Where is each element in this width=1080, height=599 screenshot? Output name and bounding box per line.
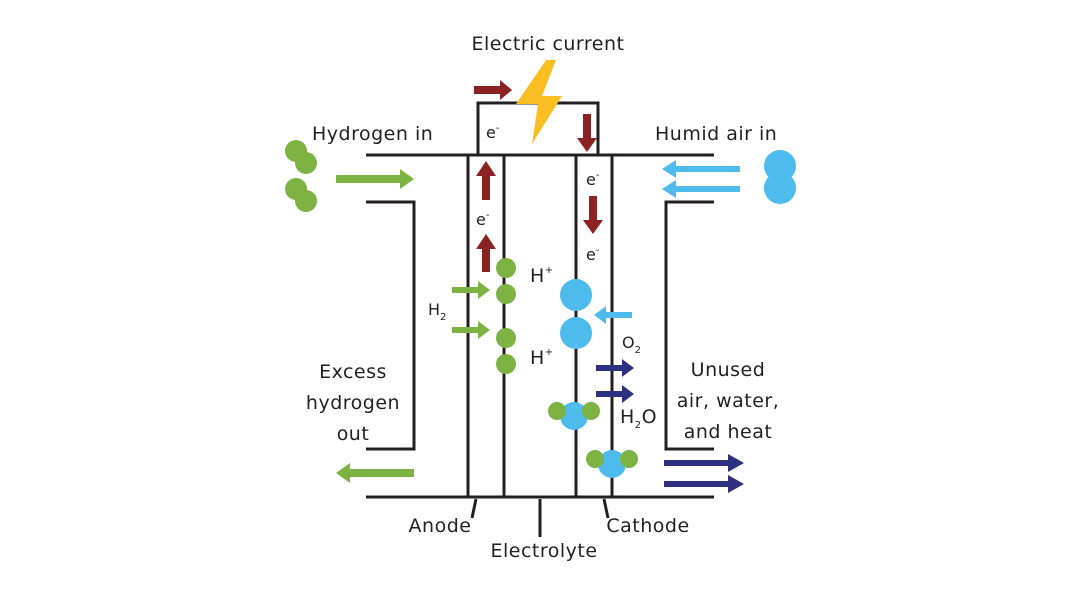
h2o-arrow-icon (596, 385, 634, 403)
air-in-arrow-icon (662, 160, 740, 178)
air-in-arrow-icon (662, 180, 740, 198)
unused-out-arrow-icon (664, 475, 744, 493)
h2-label: H2 (428, 300, 446, 323)
water-molecule-icon (586, 450, 604, 468)
proton-label: H+ (530, 347, 554, 369)
h2o-label: H2O (620, 406, 657, 431)
electron-arrow-up-icon (476, 234, 496, 272)
hydrogen-molecule-icon (295, 152, 317, 174)
electron-arrow-up-icon (476, 161, 496, 200)
o2-arrow-icon (594, 306, 632, 324)
h2-arrow-icon (452, 281, 490, 299)
excess-hydrogen-label-line2: hydrogen (306, 392, 400, 414)
electron-label: e- (586, 170, 600, 189)
hydrogen-atom-icon (496, 284, 516, 304)
electron-label: e- (476, 210, 490, 229)
cathode-pointer (602, 498, 610, 519)
water-molecule-icon (620, 450, 638, 468)
hydrogen-atom-icon (496, 258, 516, 278)
oxygen-atom-icon (560, 317, 592, 349)
cell-frame (366, 101, 714, 537)
anode-pointer (470, 498, 478, 519)
hydrogen-in-label: Hydrogen in (312, 123, 433, 145)
excess-hydrogen-label-line3: out (337, 423, 370, 445)
unused-out-arrow-icon (664, 454, 744, 472)
hydrogen-arrows (336, 169, 490, 483)
hydrogen-atom-icon (496, 354, 516, 374)
electrolyte-label: Electrolyte (490, 540, 597, 562)
electron-label: e- (586, 245, 600, 264)
electron-arrow-right-icon (474, 80, 512, 100)
oxygen-molecule-icon (764, 172, 796, 204)
hydrogen-molecule-icon (295, 190, 317, 212)
labels: Electric current Hydrogen in Humid air i… (306, 33, 779, 562)
electron-arrow-down-icon (577, 114, 597, 152)
unused-label-line2: air, water, (677, 390, 780, 412)
unused-label-line1: Unused (691, 359, 766, 381)
oxygen-molecule-icon (764, 150, 796, 182)
water-molecule-icon (560, 402, 588, 430)
proton-label: H+ (530, 265, 554, 287)
air-arrows (594, 160, 740, 324)
oxygen-atom-icon (560, 279, 592, 311)
electron-arrow-down-icon (583, 196, 603, 234)
h2o-arrow-icon (596, 359, 634, 377)
hydrogen-in-arrow-icon (336, 169, 414, 189)
hydrogen-atom-icon (496, 328, 516, 348)
electric-current-label: Electric current (472, 33, 625, 55)
h2-arrow-icon (452, 321, 490, 339)
humid-air-in-label: Humid air in (655, 123, 777, 145)
o2-label: O2 (622, 333, 641, 356)
hydrogen-channel-wall (366, 200, 416, 451)
water-molecule-icon (582, 402, 600, 420)
water-arrows (596, 359, 744, 493)
excess-hydrogen-out-arrow-icon (336, 463, 414, 483)
cathode-label: Cathode (606, 515, 689, 537)
water-molecule-icon (598, 450, 626, 478)
water-molecule-icon (548, 402, 566, 420)
anode-label: Anode (409, 515, 472, 537)
lightning-bolt-icon (516, 60, 562, 144)
air-channel-wall (664, 200, 714, 451)
unused-label-line3: and heat (684, 421, 773, 443)
excess-hydrogen-label-line1: Excess (319, 361, 387, 383)
molecules (285, 140, 796, 478)
electron-arrows (474, 80, 603, 272)
electron-label: e- (486, 123, 500, 142)
